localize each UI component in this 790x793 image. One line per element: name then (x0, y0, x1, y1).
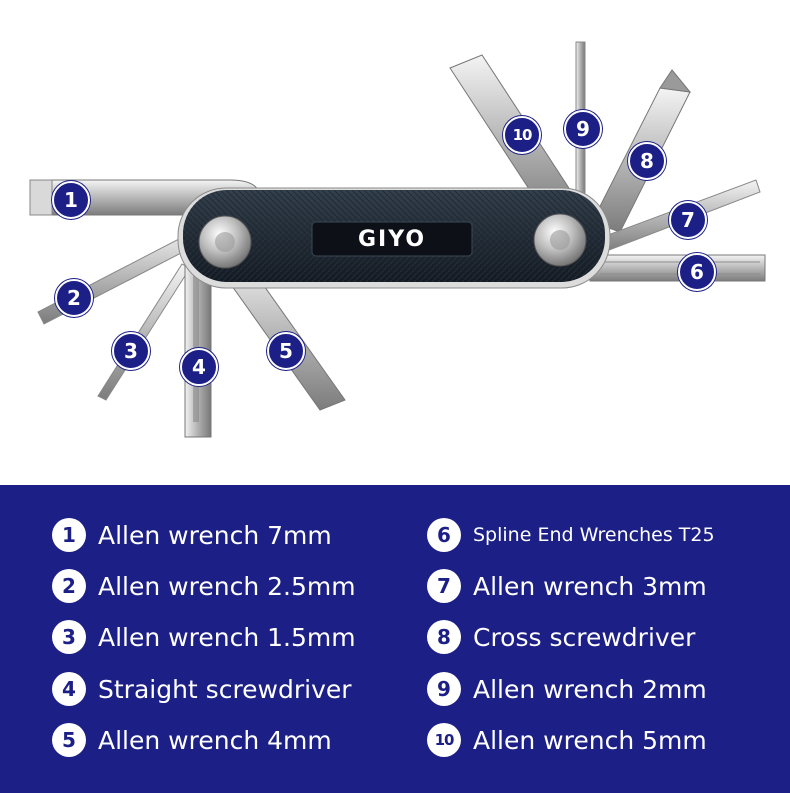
legend-item-9: 9 Allen wrench 2mm (427, 672, 707, 706)
legend-label: Allen wrench 4mm (98, 725, 332, 755)
legend-item-3: 3 Allen wrench 1.5mm (52, 620, 356, 654)
callout-7: 7 (669, 201, 707, 239)
legend-panel: 1 Allen wrench 7mm 2 Allen wrench 2.5mm … (0, 485, 790, 793)
legend-item-7: 7 Allen wrench 3mm (427, 569, 707, 603)
callout-2: 2 (55, 279, 93, 317)
multitool-photo: GIYO 1 2 3 4 5 6 7 8 9 10 (29, 41, 766, 438)
legend-label: Straight screwdriver (98, 674, 352, 704)
legend-item-1: 1 Allen wrench 7mm (52, 518, 332, 552)
callout-10: 10 (503, 116, 541, 154)
legend-item-4: 4 Straight screwdriver (52, 672, 352, 706)
legend-label: Allen wrench 5mm (473, 725, 707, 755)
legend-label: Allen wrench 1.5mm (98, 622, 356, 652)
callout-4: 4 (180, 348, 218, 386)
callout-3: 3 (112, 332, 150, 370)
legend-label: Spline End Wrenches T25 (473, 524, 715, 546)
legend-label: Allen wrench 3mm (473, 571, 707, 601)
tool-6-t25 (589, 254, 766, 282)
legend-number: 4 (52, 672, 86, 706)
legend-number: 3 (52, 620, 86, 654)
legend-item-5: 5 Allen wrench 4mm (52, 723, 332, 757)
legend-item-8: 8 Cross screwdriver (427, 620, 695, 654)
legend-label: Allen wrench 7mm (98, 520, 332, 550)
callout-1: 1 (52, 181, 90, 219)
legend-number: 5 (52, 723, 86, 757)
legend-number: 6 (427, 518, 461, 552)
legend-label: Allen wrench 2.5mm (98, 571, 356, 601)
legend-number: 10 (427, 723, 461, 757)
legend-item-10: 10 Allen wrench 5mm (427, 723, 707, 757)
legend-item-6: 6 Spline End Wrenches T25 (427, 518, 715, 552)
callout-9: 9 (564, 110, 602, 148)
legend-item-2: 2 Allen wrench 2.5mm (52, 569, 356, 603)
legend-number: 1 (52, 518, 86, 552)
callout-8: 8 (628, 142, 666, 180)
legend-number: 9 (427, 672, 461, 706)
callout-5: 5 (267, 332, 305, 370)
callout-6: 6 (678, 253, 716, 291)
legend-number: 7 (427, 569, 461, 603)
legend-number: 2 (52, 569, 86, 603)
brand-logo: GIYO (357, 226, 427, 252)
tool-body (177, 187, 611, 289)
legend-label: Cross screwdriver (473, 622, 696, 652)
legend-label: Allen wrench 2mm (473, 674, 707, 704)
legend-number: 8 (427, 620, 461, 654)
